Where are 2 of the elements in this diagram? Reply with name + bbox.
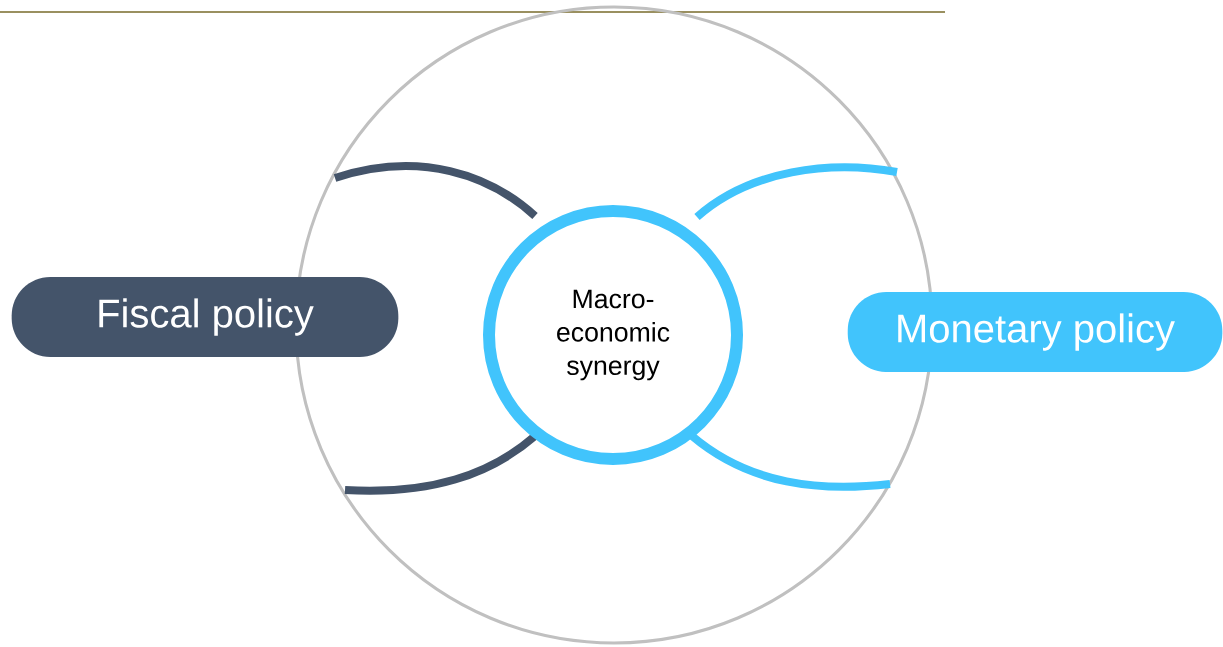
policy-pill: Monetary policy (847, 292, 1223, 372)
policy-pill: Fiscal policy (11, 277, 399, 357)
